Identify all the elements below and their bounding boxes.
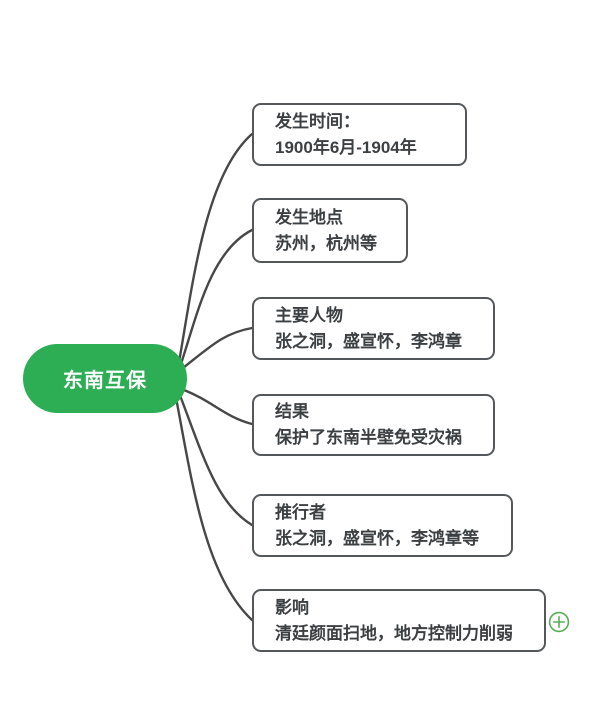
node-title: 影响 — [275, 597, 309, 617]
node-box-impact[interactable]: 影响 清廷颜面扫地，地方控制力削弱 — [252, 589, 546, 652]
node-title: 主要人物 — [275, 305, 343, 325]
node-box-promoters[interactable]: 推行者 张之洞，盛宣怀，李鸿章等 — [252, 494, 513, 557]
node-box-time[interactable]: 发生时间： 1900年6月-1904年 — [252, 103, 467, 166]
node-box-people[interactable]: 主要人物 张之洞，盛宣怀，李鸿章 — [252, 297, 495, 360]
plus-circle-icon — [548, 611, 570, 633]
connector-line — [181, 326, 254, 370]
node-title: 结果 — [275, 402, 309, 421]
add-node-button[interactable] — [548, 611, 570, 633]
node-title: 发生地点 — [275, 207, 343, 227]
node-content: 清廷颜面扫地，地方控制力削弱 — [275, 623, 513, 643]
connector-line — [175, 401, 254, 622]
node-content: 保护了东南半壁免受灾祸 — [275, 428, 462, 447]
node-content: 1900年6月-1904年 — [275, 137, 417, 157]
connector-line — [182, 388, 254, 426]
connector-line — [179, 396, 254, 527]
node-title: 推行者 — [275, 502, 326, 522]
connector-line — [177, 228, 254, 372]
node-box-result[interactable]: 结果 保护了东南半壁免受灾祸 — [252, 394, 495, 456]
root-node[interactable]: 东南互保 — [23, 344, 187, 413]
node-content: 张之洞，盛宣怀，李鸿章等 — [275, 528, 479, 548]
node-content: 苏州，杭州等 — [275, 233, 377, 253]
node-box-location[interactable]: 发生地点 苏州，杭州等 — [252, 198, 408, 263]
connector-line — [176, 132, 254, 370]
node-content: 张之洞，盛宣怀，李鸿章 — [275, 331, 462, 351]
node-title: 发生时间： — [275, 111, 360, 131]
root-node-label: 东南互保 — [63, 370, 147, 392]
